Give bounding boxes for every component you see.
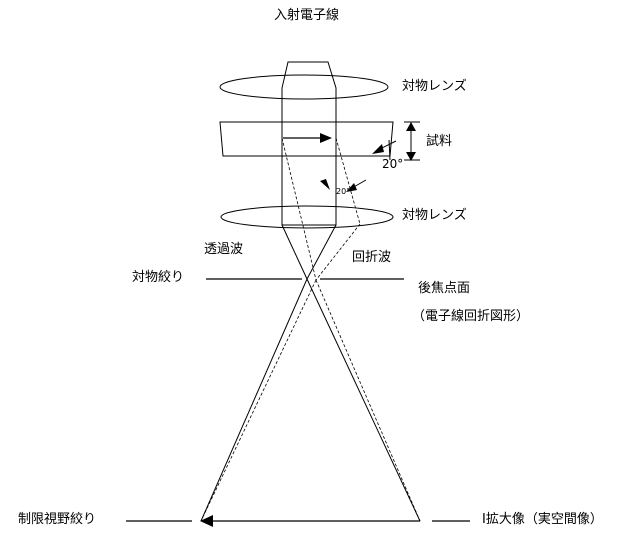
incident-beam-label: 入射電子線 [274, 8, 340, 23]
magnified-image-label: I拡大像（実空間像） [482, 512, 603, 527]
thickness-arrowhead-down [406, 152, 416, 161]
dashed-ray-down-right [315, 279, 421, 522]
objective-lens-top-ellipse [219, 74, 389, 100]
objective-lens-top-label: 対物レンズ [402, 79, 467, 94]
diffracted-ray-left-upper [281, 137, 317, 281]
diffraction-pattern-label: （電子線回折図形） [412, 309, 530, 324]
thickness-arrowhead-up [406, 122, 416, 131]
solid-ray-down-right [306, 278, 421, 522]
transmitted-wave-label: 透過波 [204, 242, 244, 257]
image-arrowhead [200, 515, 213, 527]
diffracted-wave-label: 回折波 [352, 250, 392, 265]
solid-ray-down-left [200, 278, 308, 522]
specimen-arrowhead [320, 133, 332, 143]
angle-arrowhead-small-right [346, 183, 357, 192]
transmitted-ray-left [281, 224, 308, 280]
objective-lens-bottom-ellipse [220, 205, 394, 229]
objective-aperture-label: 対物絞り [132, 270, 185, 285]
angle-arrowhead-big [372, 144, 384, 154]
specimen-slab [219, 121, 394, 157]
angle-label-big: 20° [382, 157, 404, 171]
selected-area-aperture-label: 制限視野絞り [18, 512, 97, 527]
specimen-label: 試料 [426, 134, 453, 149]
angle-arrowhead-small-left [320, 179, 330, 190]
diffracted-ray-right-upper [335, 137, 361, 225]
angle-mark-big [388, 139, 391, 161]
objective-lens-bottom-label: 対物レンズ [402, 208, 467, 223]
dashed-ray-down-left [200, 279, 317, 522]
beam-column [281, 61, 337, 226]
back-focal-plane-label: 後焦点面 [418, 281, 471, 296]
angle-label-small: 20° [336, 187, 351, 196]
diffracted-ray-right-lower [315, 223, 361, 281]
transmitted-ray-right [306, 224, 337, 280]
